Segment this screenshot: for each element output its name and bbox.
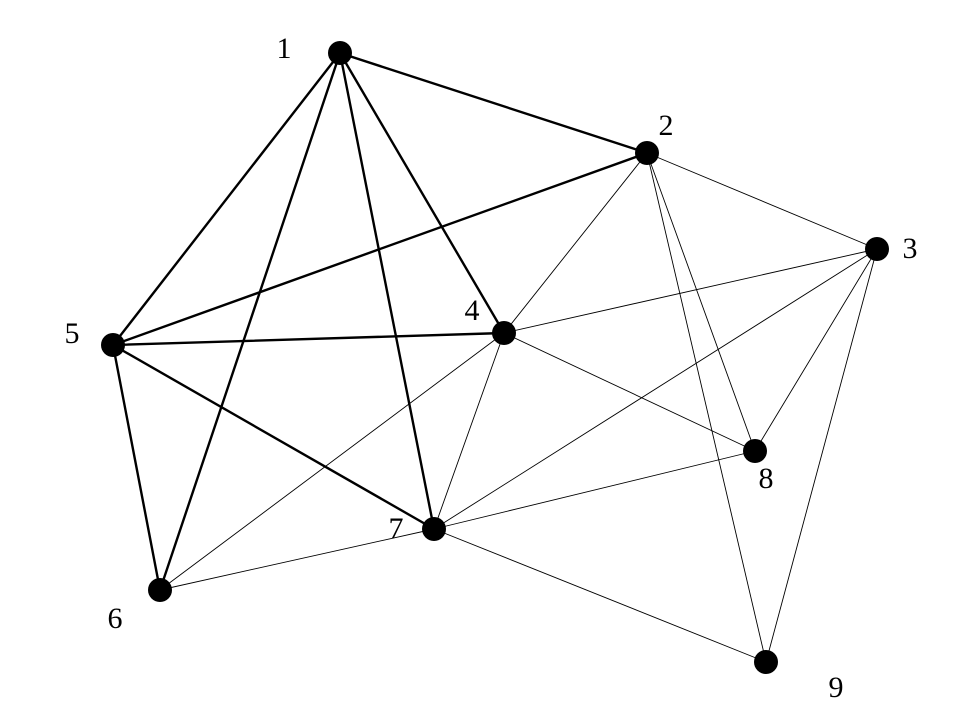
edge-3-8 (754, 248, 878, 452)
edge-4-6 (159, 332, 505, 591)
node-label-2: 2 (659, 109, 674, 142)
node-label-8: 8 (759, 462, 774, 495)
node-label-7: 7 (389, 512, 404, 545)
edge-1-2 (338, 51, 649, 155)
edge-6-7 (159, 528, 435, 591)
edge-3-4 (503, 248, 878, 334)
edge-2-8 (646, 152, 756, 452)
node-label-6: 6 (108, 602, 123, 635)
edge-1-7 (338, 51, 436, 531)
edge-1-5 (111, 51, 342, 347)
edge-5-4 (111, 331, 506, 347)
node-7 (422, 517, 446, 541)
nodes-layer (101, 41, 889, 674)
edge-3-7 (433, 248, 878, 530)
node-6 (148, 578, 172, 602)
node-8 (743, 439, 767, 463)
edge-2-4 (503, 152, 648, 334)
edge-7-9 (433, 528, 767, 663)
edge-7-8 (433, 450, 756, 530)
edge-2-3 (646, 152, 878, 250)
node-5 (101, 333, 125, 357)
node-4 (492, 321, 516, 345)
edge-4-7 (433, 332, 505, 530)
node-9 (754, 650, 778, 674)
edge-2-5 (111, 151, 649, 347)
node-label-3: 3 (903, 232, 918, 265)
edge-5-6 (111, 343, 162, 592)
labels-layer: 1 2 3 4 5 6 7 8 9 (65, 32, 918, 704)
edge-1-4 (338, 51, 506, 335)
node-1 (328, 41, 352, 65)
edge-1-6 (158, 51, 342, 592)
node-label-1: 1 (277, 32, 292, 65)
edge-5-7 (111, 343, 436, 531)
node-label-5: 5 (65, 317, 80, 350)
node-2 (635, 141, 659, 165)
edge-4-8 (503, 332, 756, 452)
node-label-4: 4 (465, 294, 480, 327)
edge-3-9 (765, 248, 878, 663)
node-3 (865, 237, 889, 261)
node-label-9: 9 (829, 671, 844, 704)
edge-2-9 (646, 152, 767, 663)
edges-layer (111, 51, 878, 663)
